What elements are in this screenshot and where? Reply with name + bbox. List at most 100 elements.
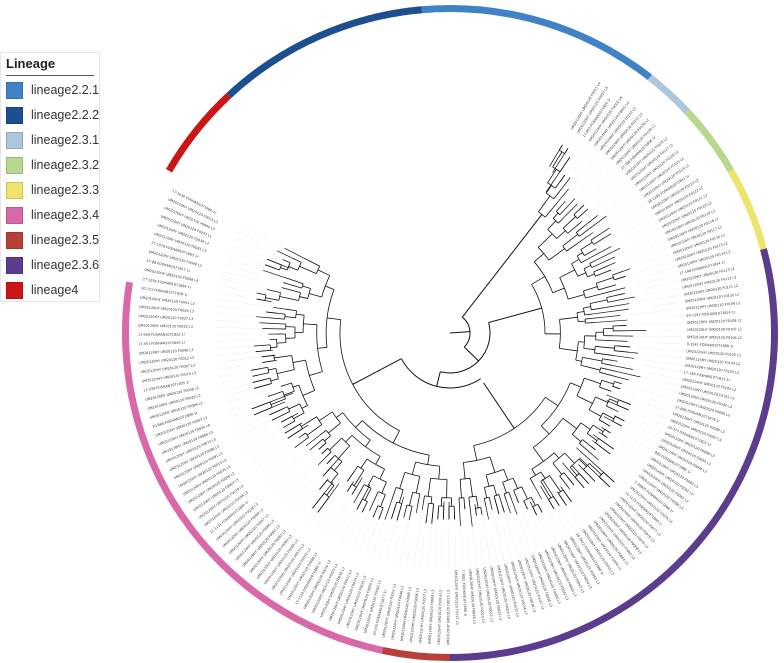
branch-line [584, 248, 597, 256]
branch-line [604, 429, 611, 434]
branch-arc [327, 447, 332, 453]
tip-label: UM20120HY UM20120 F0107 L2 [687, 327, 742, 332]
branch-line [257, 292, 267, 296]
branch-line [599, 287, 626, 295]
branch-line [468, 497, 471, 510]
tip-guide-line [327, 484, 359, 535]
branch-line [559, 177, 571, 192]
branch-line [415, 476, 421, 494]
branch-arc [588, 396, 596, 411]
branch-line [276, 250, 293, 259]
branch-line [609, 398, 618, 403]
lineage-arc [165, 93, 232, 173]
branch-line [280, 415, 293, 423]
branch-line [488, 307, 542, 324]
branch-arc [589, 303, 592, 310]
branch-arc [316, 416, 323, 425]
tip-guide-line [622, 322, 685, 326]
branch-line [283, 390, 295, 396]
tip-label: UM20120HY UM20120 F0027 L3 [138, 314, 193, 321]
branch-line [513, 490, 520, 503]
branch-line [607, 298, 626, 303]
branch-line [594, 248, 620, 261]
branch-line [559, 316, 578, 320]
branch-arc [595, 283, 599, 291]
branch-line [267, 258, 282, 266]
tip-guide-line [221, 278, 252, 286]
tip-guide-line [621, 419, 660, 439]
branch-line [372, 491, 379, 504]
branch-line [593, 237, 605, 245]
branch-line [315, 438, 324, 446]
tip-guide-line [650, 385, 678, 393]
branch-line [459, 509, 461, 526]
branch-line [578, 320, 586, 323]
branch-line [629, 351, 639, 354]
branch-line [300, 432, 306, 437]
branch-line [312, 493, 325, 509]
tip-guide-line [229, 251, 273, 268]
tip-label: UM20120HY UM20120 F0041 L3 [140, 296, 195, 306]
branch-line [587, 433, 598, 441]
branch-line [274, 355, 292, 359]
branch-line [305, 434, 321, 447]
tip-guide-line [643, 365, 682, 373]
tip-guide-line [585, 155, 605, 178]
tip-guide-line [614, 221, 658, 246]
branch-line [559, 269, 575, 278]
tip-guide-line [644, 359, 683, 366]
tip-guide-line [521, 509, 539, 551]
tip-guide-line [321, 509, 336, 531]
branch-line [399, 472, 406, 489]
branch-line [588, 409, 602, 417]
tip-guide-line [220, 377, 246, 384]
lineage-arc [122, 281, 384, 654]
branch-line [264, 264, 280, 271]
branch-arc [400, 358, 481, 389]
tip-label: 17-148 FOSHAN1071813 1r [683, 370, 731, 382]
branch-line [511, 499, 518, 515]
branch-line [427, 455, 430, 465]
tip-guide-line [580, 451, 625, 492]
tip-guide-line [346, 515, 361, 545]
branch-line [586, 246, 612, 260]
branch-line [330, 473, 339, 483]
branch-line [595, 442, 611, 455]
branch-line [317, 457, 326, 466]
branch-line [577, 272, 587, 277]
tip-guide-line [652, 354, 684, 359]
legend-label: lineage2.3.5 [31, 233, 100, 247]
branch-arc [291, 416, 296, 422]
legend-swatch [6, 206, 23, 224]
branch-line [259, 322, 275, 324]
branch-line [559, 209, 566, 215]
tip-label: UM20120HY UM20120 F0052 L3 [138, 324, 193, 329]
branch-line [270, 378, 279, 382]
branch-line [563, 472, 575, 486]
branch-line [485, 504, 489, 520]
branch-line [559, 475, 570, 489]
branch-line [334, 461, 343, 471]
branch-line [287, 428, 303, 439]
tip-guide-line [299, 490, 319, 514]
branch-line [606, 293, 625, 298]
branch-line [583, 265, 591, 270]
branch-line [549, 475, 561, 492]
branch-line [299, 296, 308, 299]
branch-line [416, 493, 421, 508]
branch-line [608, 262, 616, 266]
tip-guide-line [238, 419, 275, 437]
tip-label: UM20120HY UM20120 F0090 L3 [139, 348, 194, 356]
tip-guide-line [636, 227, 661, 241]
legend-item: lineage2.3.6 [6, 256, 99, 274]
branch-arc [559, 472, 565, 477]
tip-label: UM20120HY UM20120 F0104 L2 [685, 356, 740, 366]
branch-line [251, 401, 271, 410]
branch-line [283, 282, 302, 289]
branch-line [369, 503, 374, 511]
branch-line [489, 456, 496, 473]
branch-line [427, 478, 431, 497]
tip-guide-line [352, 511, 370, 548]
branch-line [292, 257, 302, 263]
branch-line [298, 436, 301, 439]
